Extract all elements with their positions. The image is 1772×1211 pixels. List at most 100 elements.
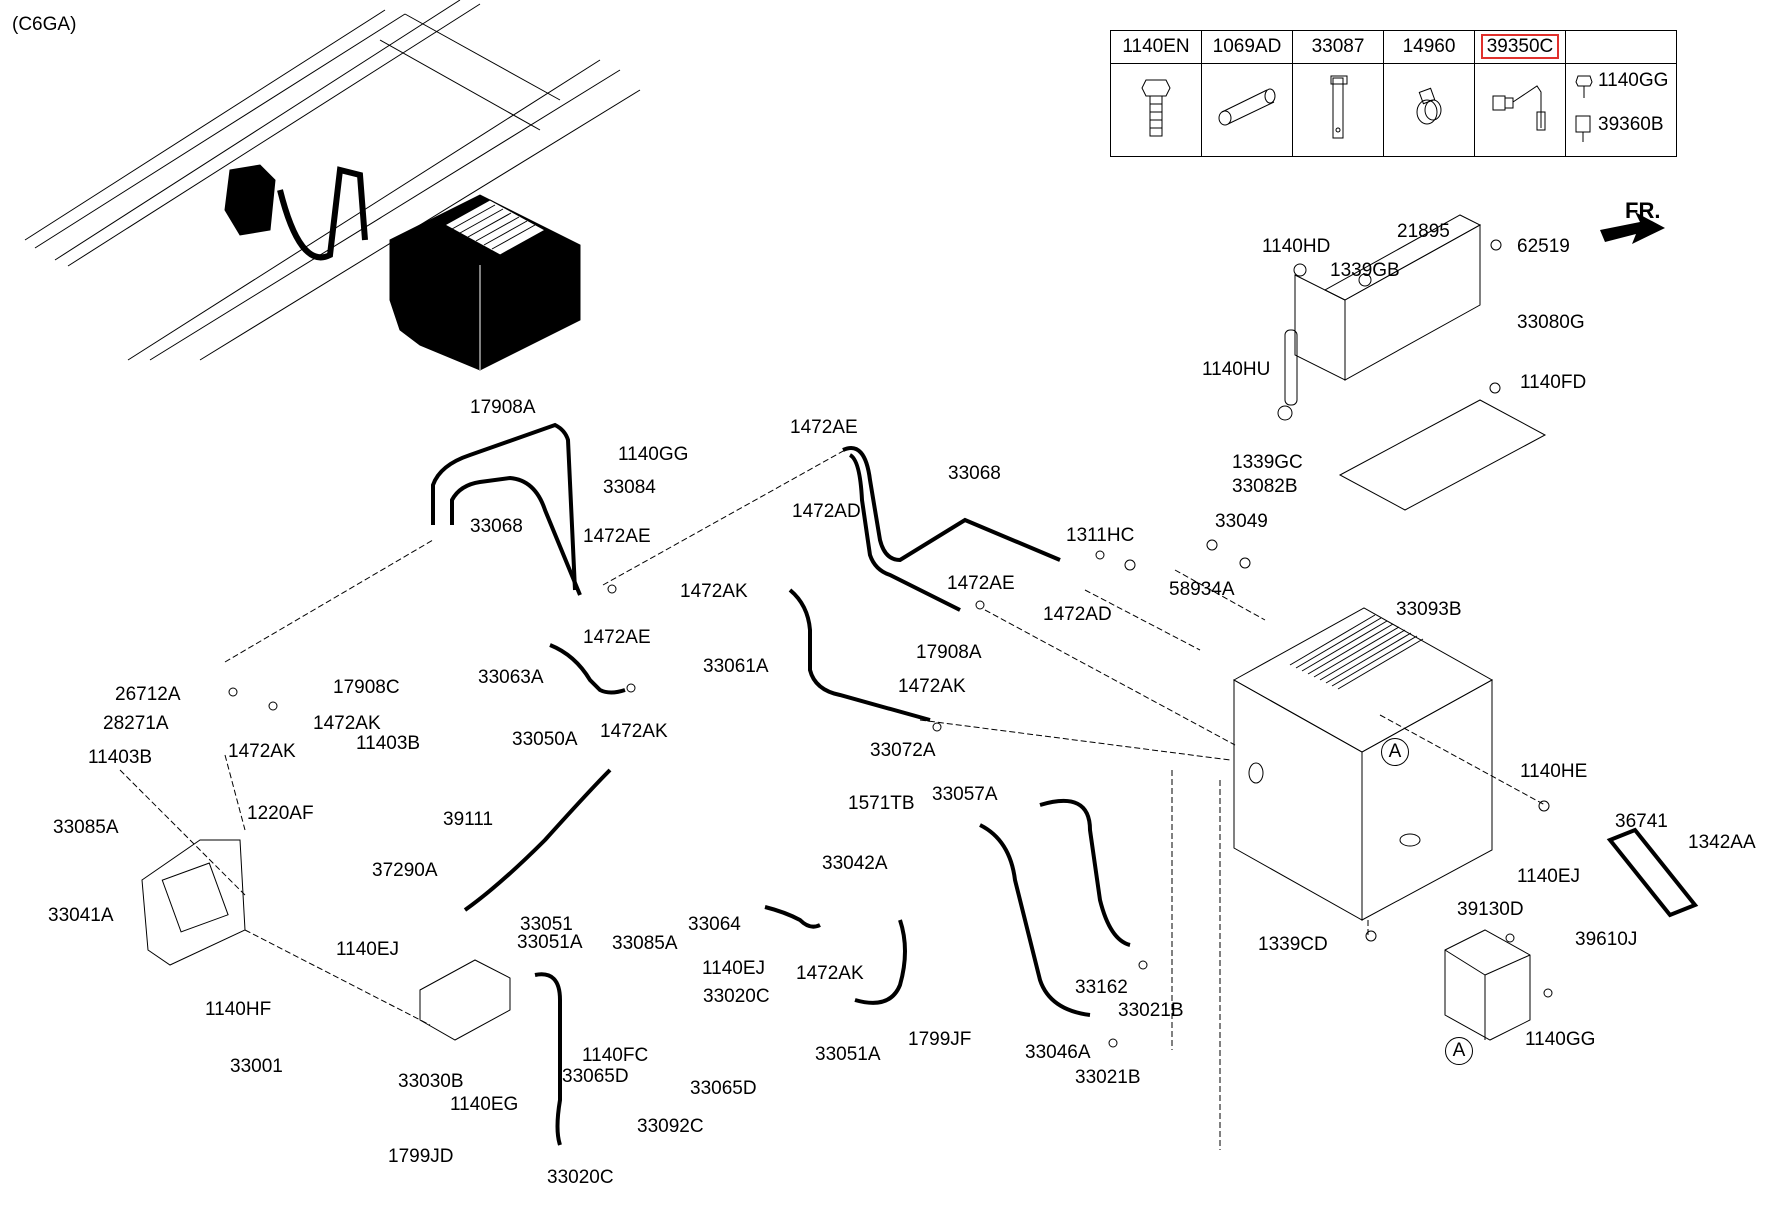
part-label[interactable]: 33162: [1075, 977, 1128, 998]
part-label[interactable]: 33057A: [932, 784, 998, 805]
part-label[interactable]: 1799JF: [908, 1029, 971, 1050]
part-label[interactable]: 33041A: [48, 905, 114, 926]
part-label[interactable]: 1140EG: [450, 1094, 518, 1115]
part-label[interactable]: 1140HF: [205, 999, 271, 1020]
part-label[interactable]: 1140HE: [1520, 761, 1587, 782]
legend-part-number[interactable]: 33087: [1292, 30, 1384, 64]
part-label[interactable]: 39130D: [1457, 899, 1524, 920]
part-label[interactable]: 33093B: [1396, 599, 1462, 620]
legend-part-number-highlighted[interactable]: 39350C: [1474, 30, 1566, 64]
part-label[interactable]: 33072A: [870, 740, 936, 761]
part-label[interactable]: 1140HD: [1262, 236, 1330, 257]
part-label[interactable]: 33061A: [703, 656, 769, 677]
part-label[interactable]: 33080G: [1517, 312, 1585, 333]
part-label[interactable]: 33020C: [703, 986, 770, 1007]
part-label[interactable]: 33051A: [815, 1044, 881, 1065]
part-label[interactable]: 1472AE: [947, 573, 1015, 594]
legend-part-number[interactable]: 14960: [1383, 30, 1475, 64]
part-label[interactable]: 1140EJ: [1517, 866, 1580, 887]
part-label[interactable]: 1472AE: [790, 417, 858, 438]
part-label[interactable]: 28271A: [103, 713, 169, 734]
part-label[interactable]: 1140HU: [1202, 359, 1270, 380]
part-label[interactable]: 33082B: [1232, 476, 1298, 497]
part-label[interactable]: 1140FD: [1520, 372, 1586, 393]
legend-part-number[interactable]: 1140GG: [1598, 70, 1669, 91]
part-label[interactable]: 37290A: [372, 860, 438, 881]
part-label[interactable]: 36741: [1615, 811, 1668, 832]
pipe-lines: [431, 422, 1131, 1146]
legend-part-number[interactable]: 39360B: [1598, 114, 1664, 135]
detail-callout-a[interactable]: A: [1445, 1037, 1473, 1065]
part-label[interactable]: 1220AF: [247, 803, 314, 824]
part-label[interactable]: 1342AA: [1688, 832, 1756, 853]
part-label[interactable]: 1472AE: [583, 627, 651, 648]
part-label[interactable]: 1472AK: [600, 721, 668, 742]
cover-36741: [1606, 827, 1699, 918]
part-label[interactable]: 1140FC: [582, 1045, 648, 1066]
part-label[interactable]: 1339GC: [1232, 452, 1303, 473]
part-label[interactable]: 33092C: [637, 1116, 704, 1137]
mounting-plate-33082B: [1338, 399, 1547, 511]
part-label[interactable]: 26712A: [115, 684, 181, 705]
part-label[interactable]: 33042A: [822, 853, 888, 874]
detail-callout-a[interactable]: A: [1381, 738, 1409, 766]
part-label[interactable]: 1140EJ: [336, 939, 399, 960]
part-label[interactable]: 62519: [1517, 236, 1570, 257]
part-label[interactable]: 33021B: [1075, 1067, 1141, 1088]
part-label[interactable]: 21895: [1397, 221, 1450, 242]
part-label[interactable]: 11403B: [88, 747, 152, 768]
part-label[interactable]: 33046A: [1025, 1042, 1091, 1063]
highlighted-part-label[interactable]: 39350C: [1480, 34, 1560, 59]
part-label[interactable]: 33050A: [512, 729, 578, 750]
part-label[interactable]: 39610J: [1575, 929, 1637, 950]
part-label[interactable]: 33020C: [547, 1167, 614, 1188]
part-label[interactable]: 1140GG: [618, 444, 688, 465]
part-label[interactable]: 1140GG: [1525, 1029, 1595, 1050]
part-label[interactable]: 33064: [688, 914, 741, 935]
part-label[interactable]: 1472AE: [583, 526, 651, 547]
part-label[interactable]: 1571TB: [848, 793, 915, 814]
part-label[interactable]: 33085A: [53, 817, 119, 838]
part-label[interactable]: 33051: [520, 914, 573, 935]
part-label[interactable]: 1472AK: [313, 713, 381, 734]
part-label[interactable]: 1339CD: [1258, 934, 1328, 955]
control-unit-39130D: [1444, 929, 1531, 1041]
part-label[interactable]: 11403B: [356, 733, 420, 754]
part-label[interactable]: 33085A: [612, 933, 678, 954]
part-label[interactable]: 1472AD: [1043, 604, 1112, 625]
legend-part-number[interactable]: 1069AD: [1201, 30, 1293, 64]
part-label[interactable]: 1339GB: [1330, 260, 1400, 281]
part-label[interactable]: 33063A: [478, 667, 544, 688]
part-label[interactable]: 1472AK: [680, 581, 748, 602]
part-label[interactable]: 17908C: [333, 677, 400, 698]
part-label[interactable]: 33049: [1215, 511, 1268, 532]
parts-legend-table: 1140EN 1069AD 33087 14960 39350C 1140GG …: [1110, 30, 1677, 157]
part-label[interactable]: 33084: [603, 477, 656, 498]
part-label[interactable]: 17908A: [916, 642, 982, 663]
part-label[interactable]: 58934A: [1169, 579, 1235, 600]
part-label[interactable]: 39111: [443, 809, 493, 830]
legend-part-number[interactable]: 1140EN: [1110, 30, 1202, 64]
part-label[interactable]: 33051A: [517, 932, 583, 953]
valve-block-33030B: [419, 959, 511, 1041]
part-label[interactable]: 17908A: [470, 397, 536, 418]
part-label[interactable]: 33065D: [690, 1078, 757, 1099]
mounting-bracket-33080G: [1284, 214, 1482, 406]
part-label[interactable]: 1472AD: [792, 501, 861, 522]
part-label[interactable]: 1311HC: [1066, 525, 1134, 546]
part-label[interactable]: 33068: [470, 516, 523, 537]
part-label[interactable]: 33068: [948, 463, 1001, 484]
legend-combined-cell: 1140GG 39360B: [1565, 63, 1677, 157]
part-label[interactable]: 1472AK: [898, 676, 966, 697]
part-label[interactable]: 33030B: [398, 1071, 464, 1092]
part-label[interactable]: 1140EJ: [702, 958, 765, 979]
part-label[interactable]: 1472AK: [228, 741, 296, 762]
hose-clamp-icon: [1383, 63, 1475, 157]
part-label[interactable]: 1799JD: [388, 1146, 454, 1167]
part-label[interactable]: 33001: [230, 1056, 283, 1077]
part-label[interactable]: 1472AK: [796, 963, 864, 984]
strap-bracket-icon: [1292, 63, 1384, 157]
part-label[interactable]: 33021B: [1118, 1000, 1184, 1021]
part-label[interactable]: 33065D: [562, 1066, 629, 1087]
